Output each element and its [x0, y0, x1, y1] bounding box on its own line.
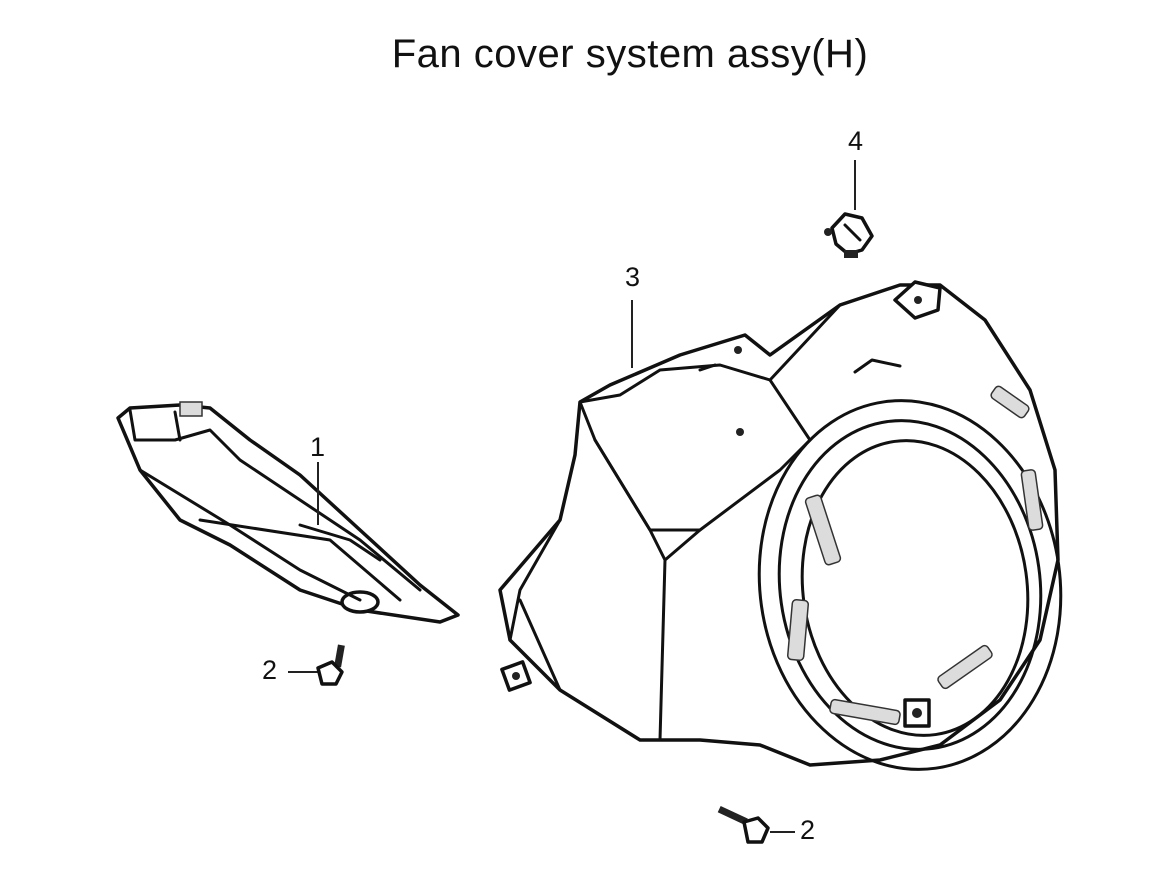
part-2-bolt-left[interactable]	[288, 644, 345, 686]
callout-2-left: 2	[262, 655, 278, 685]
part-1-guide-plate[interactable]	[116, 401, 460, 624]
callout-4: 4	[848, 126, 864, 156]
part-3-fan-cover[interactable]	[498, 280, 1084, 789]
callout-1: 1	[310, 432, 326, 462]
mounting-tab	[179, 401, 203, 417]
diagram-title: Fan cover system assy(H)	[391, 32, 869, 76]
part-4-clip[interactable]	[824, 160, 874, 258]
callout-3: 3	[625, 262, 641, 292]
part-2-bolt-bottom[interactable]	[717, 805, 795, 844]
callout-2-bottom: 2	[800, 815, 816, 845]
